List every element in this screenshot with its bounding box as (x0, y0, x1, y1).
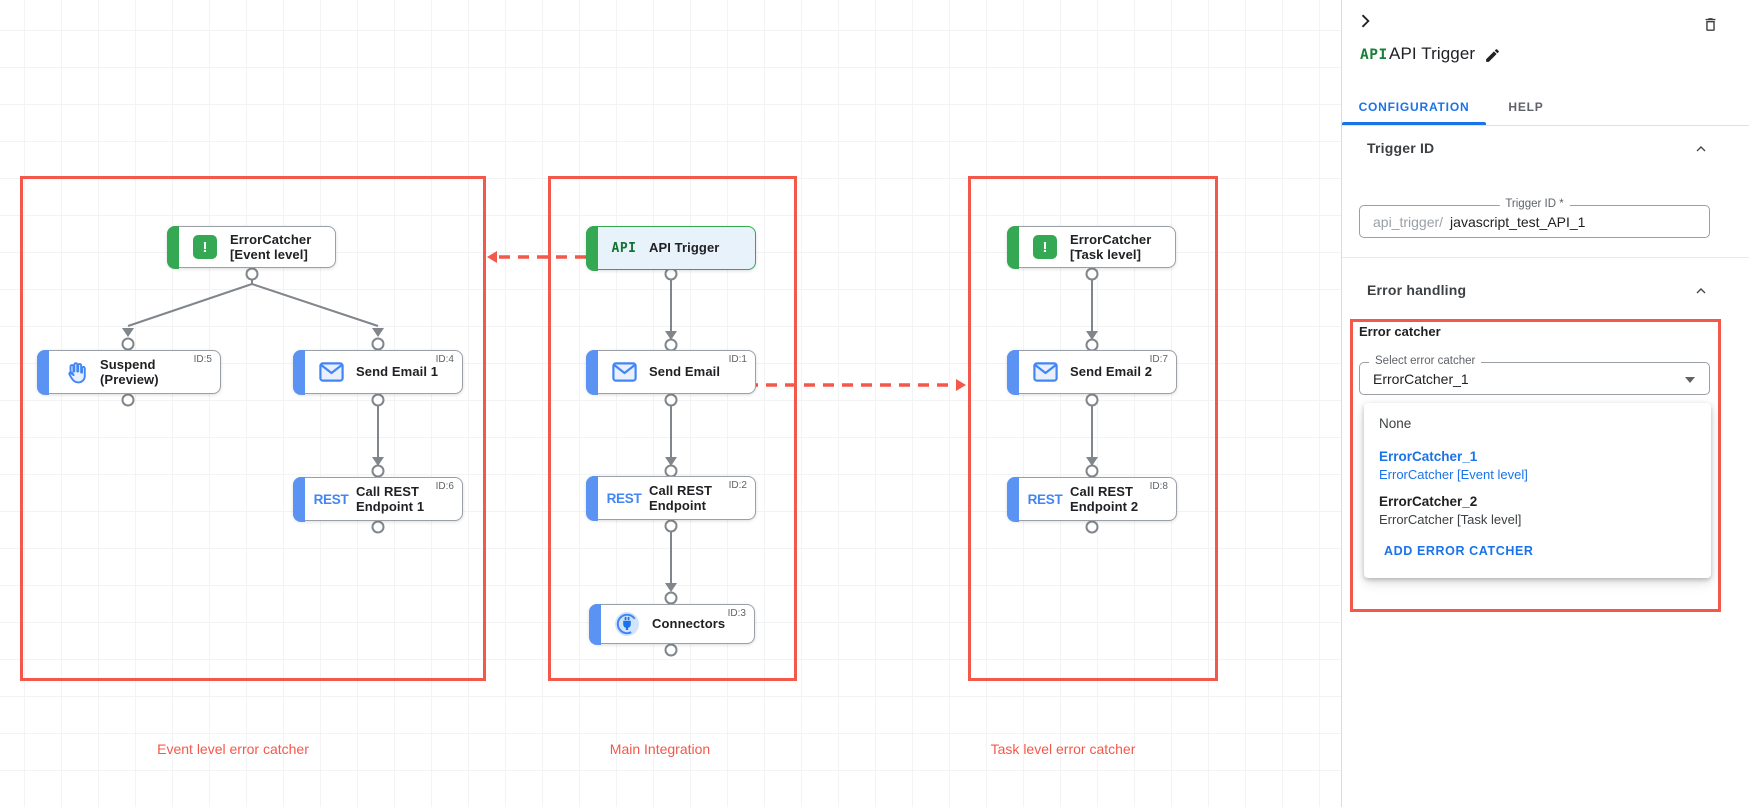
node-id-badge: ID:6 (435, 481, 454, 492)
chevron-up-icon (1696, 146, 1706, 152)
group-label-main: Main Integration (609, 741, 711, 757)
rest-icon: REST (1027, 491, 1063, 507)
node-ec-event[interactable]: ! ErrorCatcher[Event level] (166, 225, 336, 269)
node-id-badge: ID:2 (728, 480, 747, 491)
config-side-panel: API API Trigger CONFIGURATION HELP Trigg… (1341, 0, 1749, 807)
email-icon (315, 362, 347, 382)
node-accent-bar (292, 476, 305, 522)
group-box-main (548, 176, 797, 681)
tab-configuration[interactable]: CONFIGURATION (1358, 99, 1470, 114)
api-icon: API (611, 240, 637, 256)
node-label: Send Email 2 (1070, 364, 1153, 380)
tab-help[interactable]: HELP (1508, 99, 1544, 114)
trigger-id-value: javascript_test_API_1 (1450, 213, 1586, 230)
node-accent-bar (588, 603, 601, 645)
node-label: Send Email 1 (356, 364, 439, 380)
error-catcher-label: Error catcher (1359, 324, 1441, 339)
rest-icon: REST (606, 490, 642, 506)
group-label-task: Task level error catcher (990, 741, 1136, 757)
node-accent-bar (585, 475, 598, 521)
node-id-badge: ID:7 (1149, 354, 1168, 365)
node-id-badge: ID:4 (435, 354, 454, 365)
rest-icon: REST (313, 491, 349, 507)
rename-trigger-button[interactable] (1482, 45, 1502, 65)
group-label-event: Event level error catcher (157, 741, 309, 757)
error-catcher-annotation-box (1350, 319, 1721, 612)
group-box-event (20, 176, 486, 681)
menu-option-none[interactable]: None (1379, 416, 1412, 431)
trash-icon (1705, 17, 1715, 31)
error-catcher-icon: ! (189, 235, 221, 259)
suspend-hand-icon (59, 360, 91, 385)
pencil-icon (1485, 48, 1499, 62)
node-accent-bar (1006, 225, 1019, 269)
collapse-panel-button[interactable] (1354, 10, 1376, 32)
node-accent-bar (36, 349, 49, 395)
node-accent-bar (292, 349, 305, 395)
trigger-id-field[interactable]: Trigger ID * api_trigger/javascript_test… (1359, 198, 1710, 238)
node-label: API Trigger (649, 240, 720, 256)
add-error-catcher-button[interactable]: ADD ERROR CATCHER (1384, 544, 1534, 558)
node-id-badge: ID:3 (727, 608, 746, 619)
api-badge-icon: API (1360, 47, 1388, 63)
error-handling-section-heading: Error handling (1367, 282, 1467, 298)
active-tab-underline (1342, 122, 1486, 125)
select-error-catcher-dropdown[interactable]: Select error catcher ErrorCatcher_1 (1359, 355, 1710, 395)
node-label: Send Email (649, 364, 721, 380)
panel-title: API Trigger (1389, 44, 1476, 63)
node-label: ErrorCatcher[Task level] (1070, 231, 1152, 262)
connectors-icon (611, 611, 643, 637)
node-accent-bar (585, 225, 598, 271)
node-id-badge: ID:1 (728, 354, 747, 365)
chevron-right-icon (1361, 14, 1370, 28)
select-error-catcher-label: Select error catcher (1369, 355, 1482, 367)
select-error-catcher-value: ErrorCatcher_1 (1373, 370, 1469, 387)
node-accent-bar (166, 225, 179, 269)
node-accent-bar (1006, 476, 1019, 522)
panel-tabbar: CONFIGURATION HELP (1342, 88, 1749, 126)
node-ec-task[interactable]: ! ErrorCatcher[Task level] (1006, 225, 1176, 269)
node-label: ErrorCatcher[Event level] (230, 231, 312, 262)
dropdown-caret-icon (1685, 377, 1695, 383)
delete-trigger-button[interactable] (1699, 13, 1721, 35)
node-api-trigger[interactable]: API API Trigger (585, 225, 756, 271)
trigger-id-prefix: api_trigger/ (1373, 213, 1444, 230)
collapse-error-handling-section[interactable] (1692, 282, 1710, 300)
node-label: Connectors (652, 616, 726, 632)
email-icon (1029, 362, 1061, 382)
node-id-badge: ID:5 (193, 354, 212, 365)
group-box-task (968, 176, 1218, 681)
node-id-badge: ID:8 (1149, 481, 1168, 492)
error-catcher-icon: ! (1029, 235, 1061, 259)
email-icon (608, 362, 640, 382)
node-accent-bar (1006, 349, 1019, 395)
trigger-id-section-heading: Trigger ID (1367, 140, 1435, 156)
section-divider (1342, 257, 1749, 258)
trigger-id-field-label: Trigger ID * (1499, 198, 1570, 210)
chevron-up-icon (1696, 288, 1706, 294)
node-send-email[interactable]: Send Email ID:1 (585, 349, 756, 395)
node-accent-bar (585, 349, 598, 395)
canvas-grid[interactable]: Event level error catcher Main Integratio… (0, 0, 1341, 807)
collapse-trigger-id-section[interactable] (1692, 140, 1710, 158)
trigger-id-field-value: api_trigger/javascript_test_API_1 (1373, 206, 1585, 237)
node-label: Suspend(Preview) (100, 356, 159, 387)
node-suspend[interactable]: Suspend(Preview) ID:5 (36, 349, 221, 395)
